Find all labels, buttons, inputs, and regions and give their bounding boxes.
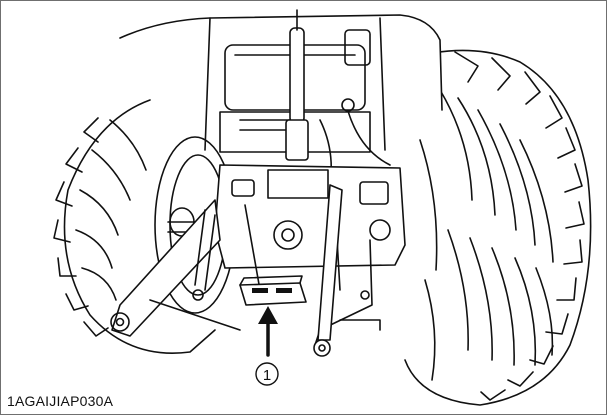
callout-1: 1: [255, 362, 279, 386]
drawbar: [239, 275, 307, 306]
callout-number: 1: [263, 367, 271, 384]
top-link: [285, 9, 309, 161]
rear-housing: [214, 164, 406, 291]
right-lower-link: [313, 184, 381, 357]
cab: [119, 14, 443, 186]
left-lower-link: [110, 199, 241, 337]
figure-code: 1AGAIJIAP030A: [7, 393, 114, 409]
right-rear-tire: [401, 49, 592, 406]
callout-arrow: [258, 306, 278, 357]
